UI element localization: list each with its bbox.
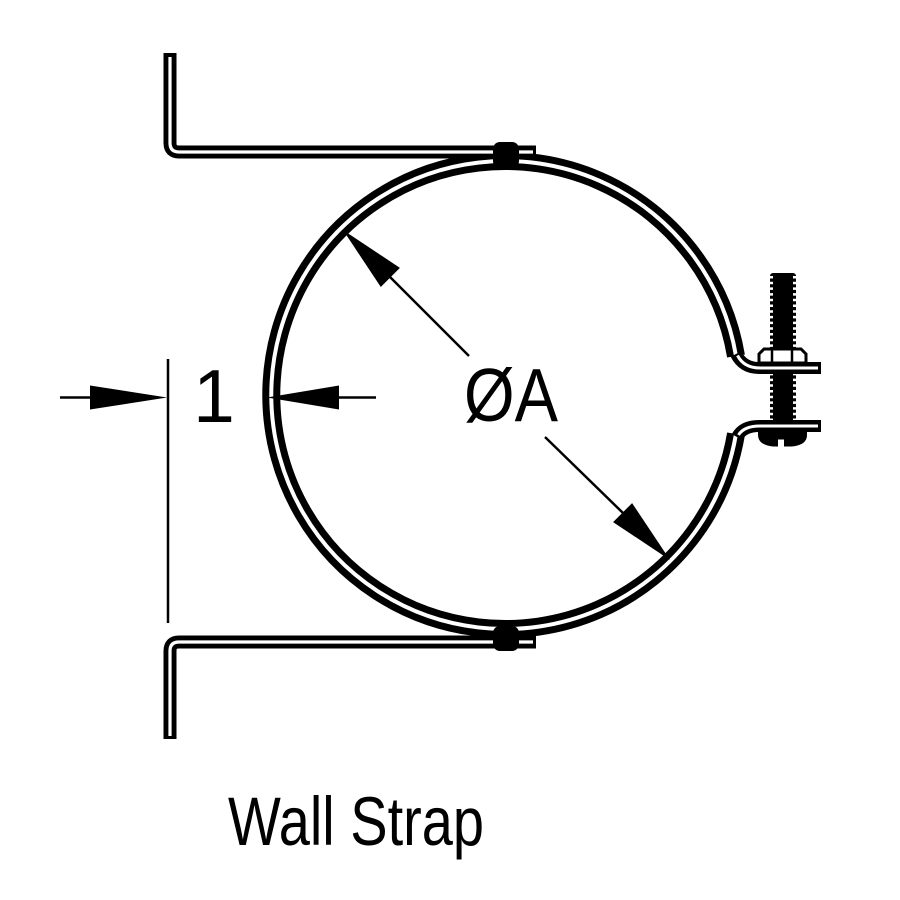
rivet-top (493, 142, 519, 168)
diameter-leader-lower (544, 436, 624, 514)
arrowhead-right-pointing (90, 385, 167, 410)
wall-bracket-top (163, 53, 536, 159)
bolt-head-dome (758, 432, 807, 447)
arrowhead-lower-right (613, 503, 670, 560)
nut-body (757, 347, 808, 365)
screw-slot (778, 439, 784, 448)
width-dimension-label: 1 (193, 354, 235, 438)
flange-top-core (736, 354, 818, 370)
flange-bottom-core (737, 424, 818, 436)
ring-core (269, 159, 738, 631)
caption: Wall Strap (228, 783, 484, 860)
rivet-bottom (493, 626, 519, 651)
wall-bracket-bottom (163, 635, 536, 739)
arrowhead-left-pointing (267, 385, 339, 410)
bracket-top-outline (163, 53, 536, 159)
bracket-bottom-core (168, 640, 533, 736)
strap-flange-bottom (731, 420, 821, 441)
bracket-bottom-outline (163, 635, 536, 739)
pipe-strap-ring (262, 152, 745, 638)
strap-flange-top (730, 351, 821, 374)
width-dimension: 1 (60, 354, 376, 623)
bolt-head (758, 432, 807, 448)
diameter-dimension: ØA (343, 230, 670, 560)
arrowhead-upper-left (343, 230, 400, 287)
hex-nut (757, 347, 808, 365)
diameter-leader-upper (389, 276, 470, 357)
diameter-dimension-label: ØA (464, 353, 558, 437)
bracket-top-core (168, 57, 533, 154)
